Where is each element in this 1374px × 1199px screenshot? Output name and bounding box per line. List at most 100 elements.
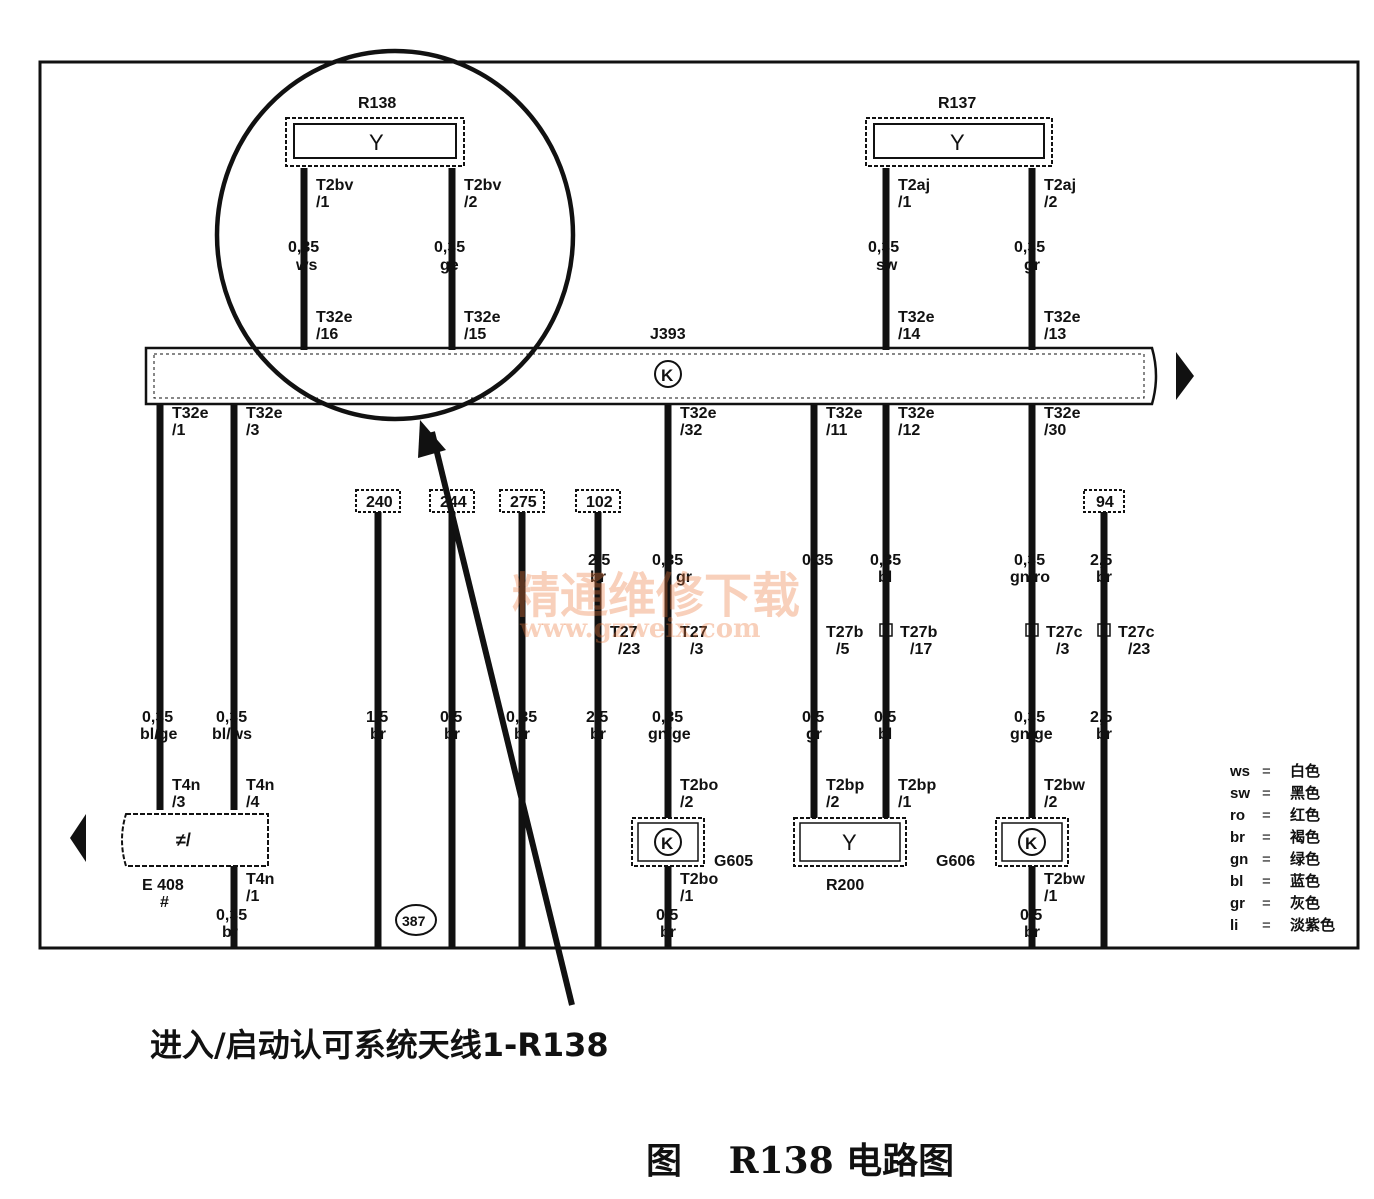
svg-text:0,35: 0,35 [434, 239, 465, 256]
svg-text:T2bp: T2bp [826, 777, 864, 794]
figure-caption-text: R138 电路图 [728, 1140, 955, 1182]
svg-text:T32e: T32e [898, 309, 935, 326]
upper-wire-labels: 2,5 br 0,35 gr 0,35 0,35 bl 0,35 gn/ro 2… [588, 552, 1112, 586]
svg-text:T4n: T4n [246, 777, 274, 794]
svg-text:gn/ge: gn/ge [648, 726, 691, 743]
g606-sensor-icon [1018, 828, 1046, 856]
pointer-arrow [429, 431, 575, 1006]
svg-text:bl/ge: bl/ge [140, 726, 177, 743]
svg-text:/11: /11 [826, 422, 847, 439]
svg-text:2,5: 2,5 [1090, 552, 1112, 569]
svg-text:387: 387 [402, 913, 426, 929]
bottom-wires [156, 404, 1108, 948]
svg-text:0,35: 0,35 [870, 552, 901, 569]
r137-box [865, 117, 1053, 167]
svg-text:T32e: T32e [246, 405, 283, 422]
svg-text:0,5: 0,5 [874, 709, 896, 726]
svg-text:240: 240 [366, 494, 393, 511]
svg-text:gn: gn [1230, 851, 1248, 868]
svg-text:/3: /3 [172, 794, 185, 811]
svg-text:bl/ws: bl/ws [212, 726, 252, 743]
svg-text:/23: /23 [1128, 641, 1150, 658]
svg-text:蓝色: 蓝色 [1290, 872, 1320, 890]
svg-text:=: = [1262, 895, 1271, 912]
g605-box [631, 817, 705, 867]
svg-text:0,35: 0,35 [868, 239, 899, 256]
g605-label: G605 [714, 853, 753, 870]
svg-text:K: K [1025, 834, 1038, 853]
svg-text:br: br [444, 726, 460, 743]
wire-d-labels: T2aj /2 0,35 gr T32e /13 [1014, 177, 1081, 343]
svg-text:ws: ws [295, 257, 317, 274]
terminal-labels: T4n /3 T4n /4 T2bo /2 T2bp /2 T2bp /1 T2… [172, 777, 1085, 811]
svg-text:gr: gr [676, 569, 692, 586]
e408-box [121, 813, 269, 867]
svg-text:sw: sw [1230, 785, 1250, 802]
svg-text:/5: /5 [836, 641, 849, 658]
svg-text:gn/ge: gn/ge [1010, 726, 1053, 743]
r200-antenna-icon: Y [842, 830, 857, 855]
svg-text:br: br [1096, 569, 1112, 586]
svg-text:=: = [1262, 829, 1271, 846]
wire-c-labels: T2aj /1 0,35 sw T32e /14 [868, 177, 935, 343]
r200-label: R200 [826, 877, 864, 894]
svg-text:/23: /23 [618, 641, 640, 658]
g605-sensor-icon [654, 828, 682, 856]
svg-text:褐色: 褐色 [1289, 828, 1320, 846]
ground-ref-badge [395, 904, 437, 936]
svg-text:/1: /1 [898, 194, 911, 211]
r137-antenna-icon: Y [950, 130, 965, 155]
svg-text:2,5: 2,5 [586, 709, 608, 726]
j393-label: J393 [650, 326, 686, 343]
svg-text:T2bo: T2bo [680, 777, 718, 794]
svg-text:T27: T27 [680, 624, 708, 641]
svg-text:T32e: T32e [316, 309, 353, 326]
svg-text:gr: gr [1024, 257, 1040, 274]
watermark-title: 精通维修下载 [512, 568, 801, 624]
svg-text:T32e: T32e [1044, 405, 1081, 422]
svg-text:0,5: 0,5 [802, 709, 824, 726]
svg-text:绿色: 绿色 [1290, 850, 1320, 868]
svg-text:br: br [590, 569, 606, 586]
svg-text:T2bw: T2bw [1044, 871, 1085, 888]
annotation-label: 进入/启动认可系统天线1-R138 [150, 1026, 609, 1064]
svg-text:=: = [1262, 851, 1271, 868]
continue-right-arrow-icon [1176, 352, 1194, 400]
svg-text:0,35: 0,35 [652, 552, 683, 569]
svg-text:淡紫色: 淡紫色 [1290, 916, 1335, 934]
svg-text:T2aj: T2aj [1044, 177, 1076, 194]
svg-text:T4n: T4n [246, 871, 274, 888]
r138-label: R138 [358, 95, 396, 112]
svg-text:=: = [1262, 873, 1271, 890]
svg-text:/30: /30 [1044, 422, 1066, 439]
svg-text:ws: ws [1229, 763, 1250, 780]
svg-text:=: = [1262, 917, 1271, 934]
svg-text:ge: ge [440, 257, 459, 274]
svg-text:0,35: 0,35 [1014, 709, 1045, 726]
svg-text:T4n: T4n [172, 777, 200, 794]
svg-text:/16: /16 [316, 326, 338, 343]
svg-text:0,35: 0,35 [1014, 239, 1045, 256]
svg-text:br: br [660, 924, 676, 941]
svg-text:/2: /2 [680, 794, 693, 811]
j393-bus [144, 346, 1158, 406]
svg-text:bl: bl [878, 726, 892, 743]
svg-text:/1: /1 [898, 794, 911, 811]
r137-label: R137 [938, 95, 976, 112]
svg-text:=: = [1262, 763, 1271, 780]
svg-text:br: br [1096, 726, 1112, 743]
svg-text:br: br [590, 726, 606, 743]
svg-text:0,35: 0,35 [216, 709, 247, 726]
svg-text:gr: gr [806, 726, 822, 743]
r200-box [793, 817, 907, 867]
g606-box [995, 817, 1069, 867]
svg-text:K: K [661, 366, 674, 385]
svg-text:ro: ro [1230, 807, 1245, 824]
svg-text:0,35: 0,35 [506, 709, 537, 726]
svg-text:li: li [1230, 917, 1238, 934]
r138-antenna-icon: Y [369, 130, 384, 155]
svg-text:=: = [1262, 785, 1271, 802]
svg-text:T2bw: T2bw [1044, 777, 1085, 794]
svg-text:K: K [661, 834, 674, 853]
svg-text:/1: /1 [680, 888, 693, 905]
